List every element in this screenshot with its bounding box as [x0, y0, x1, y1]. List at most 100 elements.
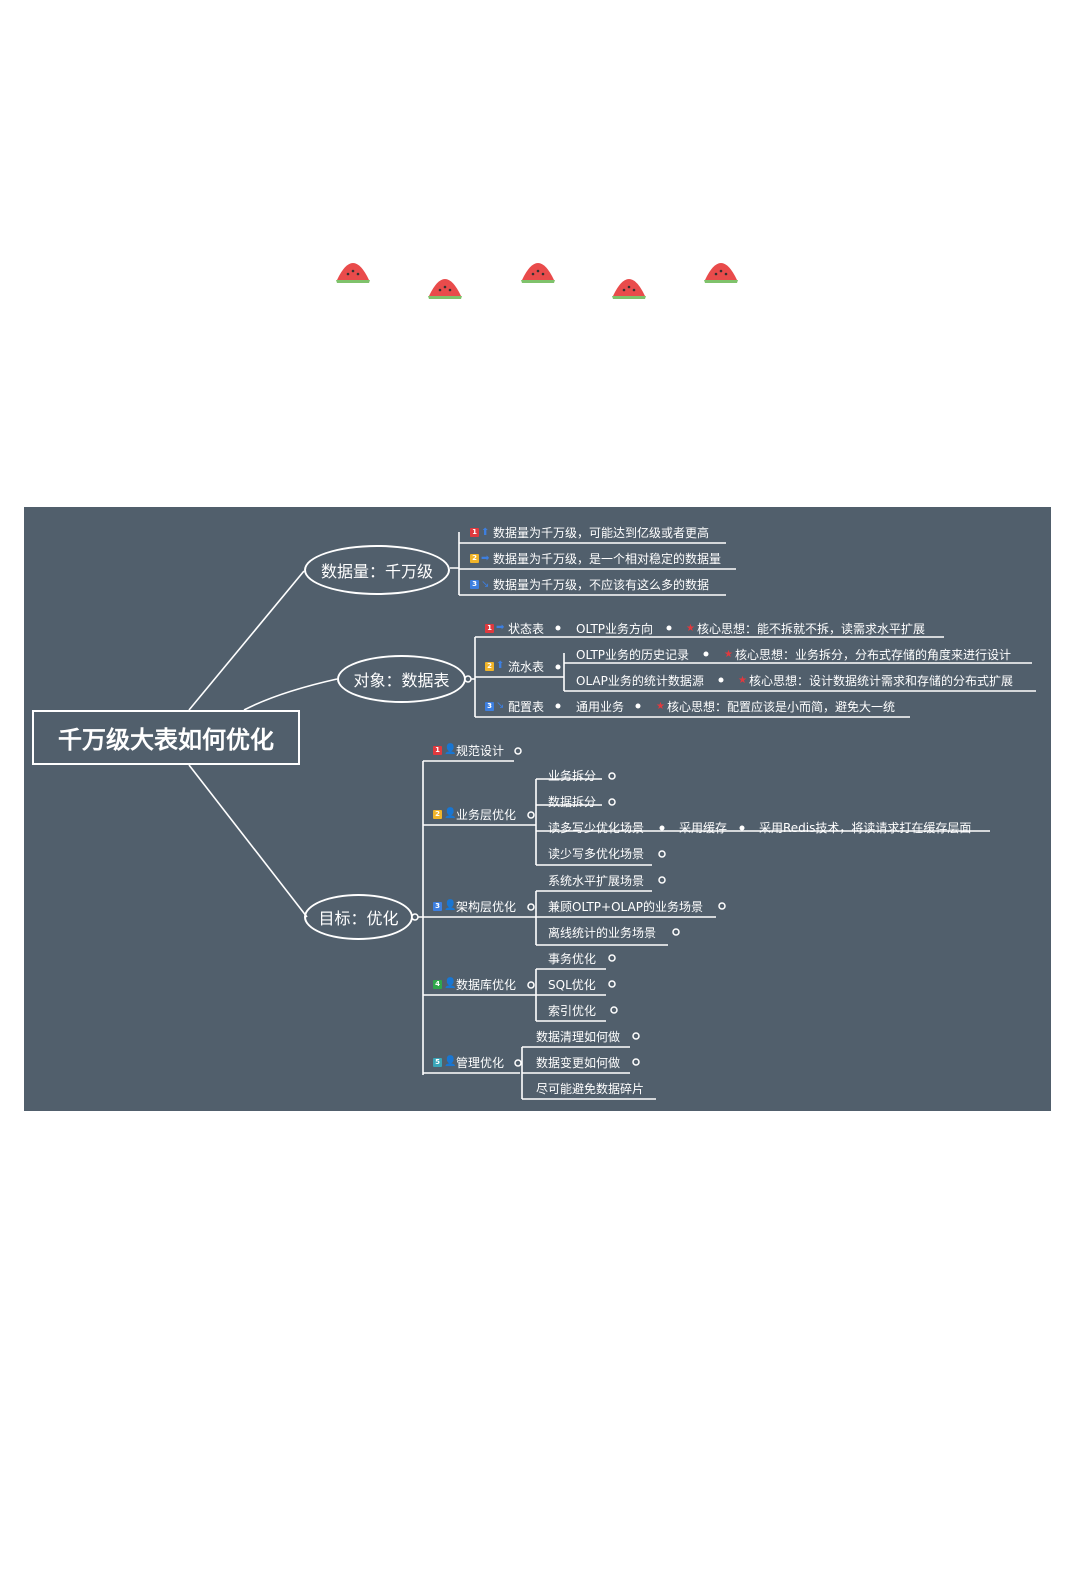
person-icon: 👤	[444, 808, 457, 819]
goal-biz-item: 业务拆分	[548, 769, 597, 783]
volume-item: 数据量为千万级，是一个相对稳定的数据量	[493, 552, 722, 566]
collapse-dot-icon[interactable]	[411, 913, 419, 921]
collapse-dot-icon[interactable]	[632, 1058, 640, 1066]
arrow-right-icon: ➡	[496, 622, 505, 633]
table-flow-idea: 核心思想：业务拆分，分布式存储的角度来进行设计	[735, 648, 1012, 662]
main-node-volume[interactable]: 数据量：千万级	[304, 545, 450, 595]
collapse-dot-icon[interactable]	[658, 876, 666, 884]
person-icon: 👤	[444, 1056, 457, 1067]
arrow-up-icon: ⬆	[481, 527, 490, 538]
arrow-down-icon: ↘	[481, 579, 490, 590]
star-icon: ★	[656, 701, 665, 712]
arrow-down-icon: ↘	[496, 700, 505, 711]
connector-dot	[739, 825, 745, 831]
watermelon-icon	[428, 279, 462, 299]
goal-biz-item: 读少写多优化场景	[548, 847, 645, 861]
collapse-dot-icon[interactable]	[610, 1006, 618, 1014]
goal-arch-item: 离线统计的业务场景	[548, 926, 657, 940]
watermelon-icon	[336, 263, 370, 283]
collapse-dot-icon[interactable]	[608, 772, 616, 780]
arrow-up-icon: ⬆	[496, 660, 505, 671]
volume-item: 数据量为千万级，不应该有这么多的数据	[493, 578, 710, 592]
watermelon-icon	[521, 263, 555, 283]
collapse-dot-icon[interactable]	[718, 902, 726, 910]
table-config-idea: 核心思想：配置应该是小而简，避免大一统	[667, 700, 896, 714]
priority-badge-2: 2	[470, 554, 479, 563]
watermelon-decoration	[336, 263, 738, 299]
collapse-dots	[411, 625, 745, 1067]
goal-mgmt-label: 管理优化	[456, 1056, 505, 1070]
collapse-dot-icon[interactable]	[527, 811, 535, 819]
collapse-dot-icon[interactable]	[608, 980, 616, 988]
connector-dot	[666, 625, 672, 631]
priority-badge-3: 3	[470, 580, 479, 589]
table-flow-label: 流水表	[508, 660, 545, 674]
root-title: 千万级大表如何优化	[58, 726, 274, 754]
connector-dot	[635, 703, 641, 709]
person-icon: 👤	[444, 900, 457, 911]
priority-badge-2: 2	[485, 662, 494, 671]
collapse-dot-icon[interactable]	[608, 954, 616, 962]
priority-badge-1: 1	[485, 624, 494, 633]
goal-spec-label: 规范设计	[456, 744, 505, 758]
root-node[interactable]: 千万级大表如何优化	[32, 710, 300, 765]
goal-db-item: 索引优化	[548, 1004, 597, 1018]
goal-biz-item: 读多写少优化场景	[548, 821, 645, 835]
star-icon: ★	[738, 675, 747, 686]
connector-dot	[555, 703, 561, 709]
goal-db-item: SQL优化	[548, 978, 596, 992]
table-status-label: 状态表	[508, 622, 545, 636]
goal-biz-redis: 采用Redis技术，将读请求打在缓存层面	[759, 821, 972, 835]
goal-db-item: 事务优化	[548, 952, 597, 966]
table-flow-sub: OLAP业务的统计数据源	[576, 674, 704, 688]
collapse-dot-icon[interactable]	[632, 1032, 640, 1040]
priority-badge-5: 5	[433, 1058, 442, 1067]
star-icon: ★	[724, 649, 733, 660]
connector-dot	[555, 625, 561, 631]
connector-dot	[555, 664, 561, 670]
main-node-label: 目标：优化	[318, 909, 399, 928]
goal-mgmt-item: 数据清理如何做	[536, 1030, 621, 1044]
star-icon: ★	[686, 623, 695, 634]
arrow-right-icon: ➡	[481, 553, 490, 564]
collapse-dot-icon[interactable]	[514, 1059, 522, 1067]
goal-db-label: 数据库优化	[456, 978, 517, 992]
mindmap-connectors	[188, 532, 1036, 1100]
table-config-direction: 通用业务	[576, 700, 625, 714]
goal-biz-label: 业务层优化	[456, 808, 517, 822]
priority-badge-1: 1	[433, 746, 442, 755]
table-flow-idea: 核心思想：设计数据统计需求和存储的分布式扩展	[749, 674, 1014, 688]
connector-dot	[659, 825, 665, 831]
priority-badge-3: 3	[433, 902, 442, 911]
volume-item: 数据量为千万级，可能达到亿级或者更高	[493, 526, 710, 540]
goal-arch-item: 系统水平扩展场景	[548, 874, 645, 888]
goal-biz-item: 数据拆分	[548, 795, 597, 809]
collapse-dot-icon[interactable]	[527, 981, 535, 989]
priority-badge-1: 1	[470, 528, 479, 537]
mindmap-panel: 千万级大表如何优化 数据量：千万级 对象：数据表 目标：优化 1 ⬆ 数据量为千…	[24, 507, 1051, 1111]
table-config-label: 配置表	[508, 700, 545, 714]
watermelon-icon	[704, 263, 738, 283]
table-status-direction: OLTP业务方向	[576, 622, 654, 636]
main-node-label: 数据量：千万级	[320, 562, 433, 581]
goal-arch-item: 兼顾OLTP+OLAP的业务场景	[548, 900, 703, 914]
goal-biz-cache: 采用缓存	[679, 821, 728, 835]
goal-mgmt-item: 数据变更如何做	[536, 1056, 621, 1070]
collapse-dot-icon[interactable]	[514, 747, 522, 755]
collapse-dot-icon[interactable]	[672, 928, 680, 936]
goal-mgmt-item: 尽可能避免数据碎片	[536, 1082, 645, 1096]
priority-badge-4: 4	[433, 980, 442, 989]
main-node-label: 对象：数据表	[353, 671, 450, 690]
connector-dot	[703, 651, 709, 657]
collapse-dot-icon[interactable]	[464, 675, 472, 683]
collapse-dot-icon[interactable]	[658, 850, 666, 858]
priority-badge-3: 3	[485, 702, 494, 711]
person-icon: 👤	[444, 978, 457, 989]
table-status-idea: 核心思想：能不拆就不拆，读需求水平扩展	[697, 622, 926, 636]
table-flow-sub: OLTP业务的历史记录	[576, 648, 690, 662]
collapse-dot-icon[interactable]	[527, 903, 535, 911]
collapse-dot-icon[interactable]	[608, 798, 616, 806]
goal-arch-label: 架构层优化	[456, 900, 517, 914]
person-icon: 👤	[444, 744, 457, 755]
priority-badge-2: 2	[433, 810, 442, 819]
